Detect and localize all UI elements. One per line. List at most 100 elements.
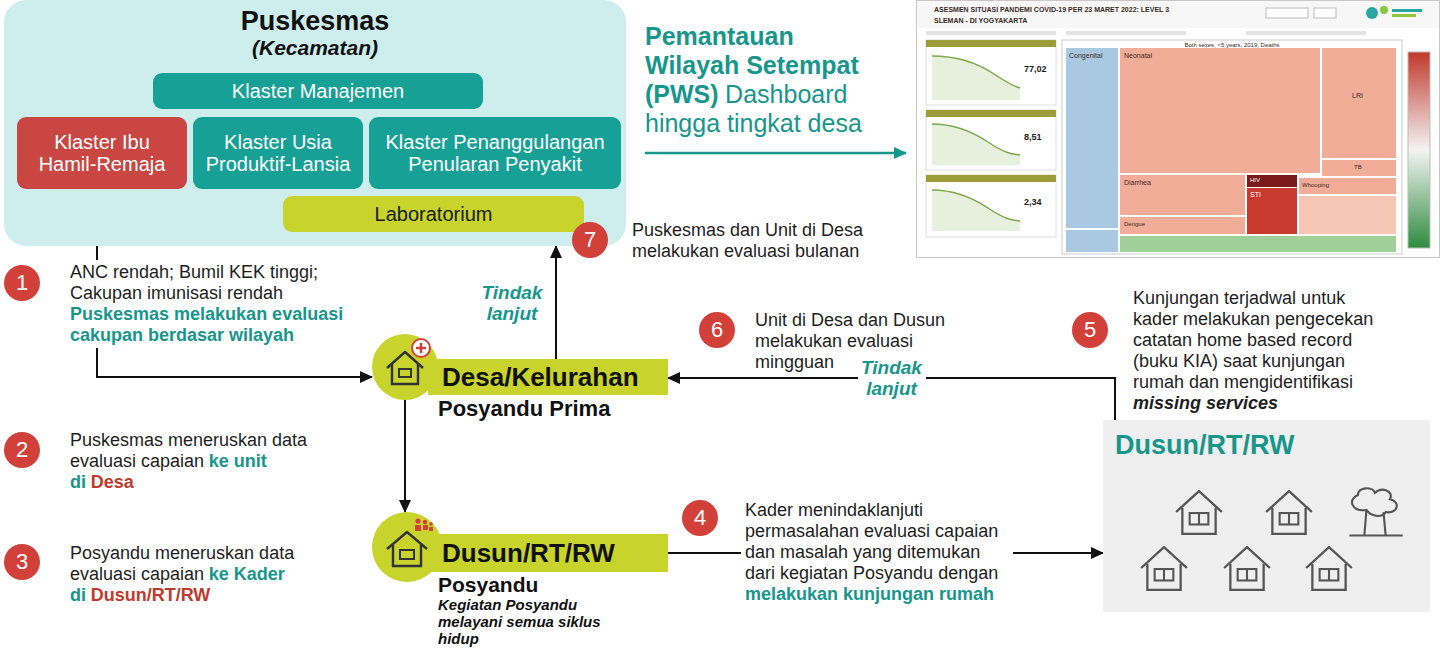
drawing-part: [1246, 31, 1366, 35]
cluster-box: Laboratorium: [283, 196, 584, 232]
drawing-part: [1306, 547, 1352, 590]
box-label: Klaster Penanggulangan Penularan Penyaki…: [375, 131, 615, 175]
drawing-part: [1366, 7, 1378, 19]
drawing-part: [932, 124, 1020, 165]
drawing-part: [932, 190, 1020, 231]
drawing-part: [926, 110, 1056, 170]
dusun-panel: Dusun/RT/RW: [1103, 420, 1430, 612]
drawing-part: [393, 545, 421, 566]
drawing-part: [1120, 48, 1320, 173]
node-note: Kegiatan Posyandu melayani semua siklus …: [438, 596, 628, 647]
drawing-part: [372, 512, 442, 582]
drawing-part: [399, 369, 411, 377]
label-band: Desa/Kelurahan: [428, 359, 668, 395]
drawing-part: [1349, 488, 1402, 535]
dashboard-text: Congenital: [1069, 52, 1102, 60]
house-icon: [372, 512, 442, 586]
drawing-part: [1176, 491, 1222, 534]
drawing-part: [1066, 31, 1186, 35]
drawing-part: [372, 334, 438, 400]
drawing-part: [926, 110, 1056, 117]
dashboard-art: [916, 0, 1440, 258]
annotation-text: Pemantauan Wilayah Setempat (PWS)Dashboa…: [645, 22, 885, 138]
drawing-part: [932, 190, 1020, 221]
drawing-part: [400, 550, 414, 559]
dashboard-text: 77,02: [1024, 64, 1047, 74]
node-subtext: Posyandu Prima: [438, 397, 648, 421]
callout-number: 2: [4, 432, 40, 468]
drawing-part: [1299, 178, 1396, 194]
drawing-part: [1066, 48, 1118, 228]
drawing-part: [1062, 40, 1402, 254]
connector-arrow: [555, 246, 557, 359]
posyandu-node: Dusun/RT/RWPosyanduKegiatan Posyandu mel…: [372, 512, 668, 647]
dashboard-text: Neonatal: [1124, 52, 1152, 60]
callout-number: 6: [699, 312, 735, 348]
annotation-part: Puskesmas melakukan evaluasi cakupan ber…: [70, 304, 370, 346]
drawing-part: [1266, 491, 1312, 534]
panel-title: Puskesmas: [4, 6, 626, 36]
annotation-part: Puskesmas dan Unit di Desa melakukan eva…: [632, 220, 863, 261]
puskesmas-panel: Puskesmas(Kecamatan) Klaster ManajemenKla…: [4, 0, 626, 246]
drawing-part: [1224, 547, 1270, 590]
drawing-part: [429, 527, 433, 531]
annotation-part: missing services: [1133, 393, 1395, 414]
drawing-part: [423, 525, 428, 530]
dashboard-text: TB: [1354, 164, 1362, 171]
annotation-text: Puskesmas meneruskan data evaluasi capai…: [70, 430, 332, 493]
cluster-box: Klaster Manajemen: [153, 73, 483, 109]
drawing-part: [1141, 547, 1187, 590]
drawing-part: [926, 40, 1056, 105]
house-icon: [372, 334, 438, 404]
panel-subtitle: (Kecamatan): [4, 36, 626, 60]
drawing-part: [415, 518, 420, 523]
band-label: Desa/Kelurahan: [442, 362, 639, 392]
drawing-part: [1266, 8, 1308, 18]
annotation-text: Puskesmas dan Unit di Desa melakukan eva…: [632, 220, 902, 262]
panel-heading: Dusun/RT/RW: [1115, 430, 1418, 461]
drawing-part: [926, 175, 1056, 237]
dashboard-text: LRI: [1352, 92, 1363, 100]
callout-number: 4: [682, 500, 718, 536]
box-label: Klaster Manajemen: [232, 80, 404, 102]
dashboard-text: 8,51: [1024, 132, 1042, 142]
drawing-part: [372, 512, 442, 582]
drawing-part: [429, 522, 433, 526]
dashboard-text: Dengue: [1124, 221, 1145, 228]
annotation-text: Kunjungan terjadwal untuk kader melakuka…: [1133, 288, 1395, 414]
dashboard-text: STI: [1250, 191, 1261, 199]
drawing-part: [932, 56, 1020, 100]
cluster-box: Klaster Usia Produktif-Lansia: [193, 117, 363, 189]
dashboard-text: Both sexes, <5 years, 2019, Deaths: [1184, 42, 1279, 49]
box-label: Klaster Usia Produktif-Lansia: [199, 131, 357, 175]
annotation-part: Dusun/RT/RW: [91, 585, 211, 605]
drawing-part: [1247, 188, 1297, 234]
drawing-part: [1314, 8, 1336, 18]
edge-label: Tindak lanjut: [478, 281, 546, 325]
drawing-part: [1392, 9, 1422, 12]
drawing-part: [1408, 52, 1430, 248]
drawing-part: [1392, 14, 1416, 17]
label-band: Dusun/RT/RW: [428, 534, 668, 572]
pws-arrow: [645, 152, 906, 155]
drawing-part: [926, 175, 1056, 182]
edge-label: Tindak lanjut: [858, 356, 926, 400]
dashboard-text: 2,34: [1024, 197, 1042, 207]
drawing-part: [926, 31, 1056, 35]
annotation-text: Posyandu meneruskan data evaluasi capaia…: [70, 543, 318, 606]
callout-number: 7: [572, 222, 608, 258]
annotation-part: ANC rendah; Bumil KEK tinggi; Cakupan im…: [70, 262, 318, 303]
drawing-part: [917, 1, 1440, 258]
drawing-part: [1066, 230, 1118, 252]
posyandu-node: Desa/KelurahanPosyandu Prima: [372, 334, 668, 421]
drawing-part: [1120, 236, 1396, 252]
dashboard-text: SLEMAN - DI YOGYAKARTA: [934, 17, 1027, 25]
drawing-part: [1120, 217, 1245, 234]
drawing-part: [926, 40, 1056, 47]
drawing-part: [372, 334, 438, 400]
drawing-part: [932, 124, 1020, 155]
node-subtext: PosyanduKegiatan Posyandu melayani semua…: [438, 573, 648, 647]
node-subtitle: Posyandu Prima: [438, 397, 648, 421]
drawing-part: [1299, 196, 1396, 234]
